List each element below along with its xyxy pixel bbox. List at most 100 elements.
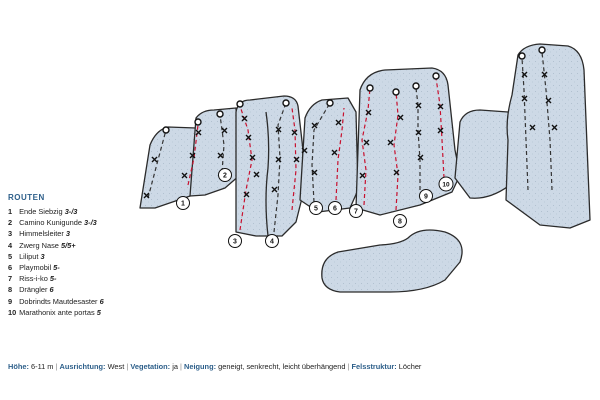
route-marker-7[interactable]: 7 bbox=[349, 204, 363, 218]
route-marker-1[interactable]: 1 bbox=[176, 196, 190, 210]
route-line-8 bbox=[393, 91, 399, 211]
circle-anchor-icon bbox=[432, 72, 440, 80]
route-marker-10[interactable]: 10 bbox=[438, 176, 454, 192]
route-marker-6[interactable]: 6 bbox=[328, 201, 342, 215]
vegetation-label: Vegetation: bbox=[130, 362, 171, 371]
ausrichtung-value: West bbox=[107, 362, 125, 371]
route-name: Zwerg Nase bbox=[19, 240, 59, 250]
x-bolt-icon bbox=[363, 139, 370, 146]
x-bolt-icon bbox=[437, 127, 444, 134]
route-grade: 5/5+ bbox=[60, 240, 76, 250]
route-number: 6 bbox=[8, 262, 13, 272]
route-number: 5 bbox=[8, 251, 13, 261]
legend-route-row[interactable]: 9 Dobrindts Mautdesaster 6 bbox=[8, 296, 158, 307]
x-bolt-icon bbox=[415, 102, 422, 109]
x-bolt-icon bbox=[189, 152, 196, 159]
route-marker-label: 10 bbox=[442, 182, 450, 189]
route-line-1 bbox=[147, 129, 167, 199]
route-grade: 6 bbox=[99, 296, 104, 306]
circle-anchor-icon bbox=[518, 52, 526, 60]
circle-anchor-icon bbox=[282, 99, 290, 107]
route-number: 2 bbox=[8, 218, 13, 228]
route-name: Playmobil bbox=[19, 262, 52, 272]
route-line-2b bbox=[219, 114, 225, 173]
neigung-label: Neigung: bbox=[184, 362, 217, 371]
route-name: Liliput bbox=[19, 251, 39, 261]
route-marker-8[interactable]: 8 bbox=[393, 214, 407, 228]
separator: | bbox=[55, 362, 58, 371]
anchors bbox=[162, 46, 546, 134]
legend-route-row[interactable]: 7 Riss-i-ko 5- bbox=[8, 273, 158, 284]
legend-route-row[interactable]: 3 Himmelsleiter 3 bbox=[8, 228, 158, 239]
x-bolt-icon bbox=[521, 71, 528, 78]
x-bolt-icon bbox=[293, 156, 300, 163]
route-marker-label: 3 bbox=[233, 239, 237, 246]
x-bolt-icon bbox=[365, 109, 372, 116]
x-bolt-icon bbox=[271, 186, 278, 193]
route-grade: 3 bbox=[40, 251, 45, 261]
x-bolt-icon bbox=[541, 71, 548, 78]
x-bolt-icon bbox=[181, 172, 188, 179]
route-name: Camino Kunigunde bbox=[19, 218, 82, 228]
legend-route-row[interactable]: 8 Drängler 6 bbox=[8, 284, 158, 295]
ausrichtung-label: Ausrichtung: bbox=[59, 362, 106, 371]
felsstruktur-value: Löcher bbox=[398, 362, 422, 371]
x-bolt-icon bbox=[335, 119, 342, 126]
x-bolt-icon bbox=[397, 114, 404, 121]
circle-anchor-icon bbox=[216, 110, 224, 118]
circle-anchor-icon bbox=[162, 126, 170, 134]
route-number: 9 bbox=[8, 296, 13, 306]
route-marker-2[interactable]: 2 bbox=[218, 168, 232, 182]
rock-formations bbox=[139, 43, 591, 293]
x-bolt-icon bbox=[393, 169, 400, 176]
bolts bbox=[143, 71, 558, 199]
legend-route-row[interactable]: 10 Marathonix ante portas 5 bbox=[8, 307, 158, 318]
legend-route-row[interactable]: 5 Liliput 3 bbox=[8, 251, 158, 262]
separator: | bbox=[180, 362, 182, 371]
x-bolt-icon bbox=[291, 129, 298, 136]
route-grade: 5 bbox=[96, 307, 101, 317]
route-marker-4[interactable]: 4 bbox=[265, 234, 279, 248]
route-name: Ende Siebzig bbox=[19, 207, 63, 216]
route-marker-label: 6 bbox=[333, 206, 337, 213]
route-grade: 3-/3 bbox=[64, 207, 78, 216]
route-marker-label: 2 bbox=[223, 173, 227, 180]
x-bolt-icon bbox=[275, 156, 282, 163]
x-bolt-icon bbox=[195, 129, 202, 136]
route-marker-3[interactable]: 3 bbox=[228, 234, 242, 248]
route-marker-5[interactable]: 5 bbox=[309, 201, 323, 215]
x-bolt-icon bbox=[241, 115, 248, 122]
route-grade: 5- bbox=[49, 274, 57, 284]
legend-route-row[interactable]: 6 Playmobil 5- bbox=[8, 262, 158, 273]
rock-lying-boulder bbox=[321, 229, 463, 293]
x-bolt-icon bbox=[311, 122, 318, 129]
route-grade: 6 bbox=[49, 285, 54, 295]
x-bolt-icon bbox=[143, 192, 150, 199]
route-name: Himmelsleiter bbox=[19, 229, 64, 239]
x-bolt-icon bbox=[521, 95, 528, 102]
circle-anchor-icon bbox=[412, 82, 420, 90]
x-bolt-icon bbox=[221, 127, 228, 134]
route-marker-label: 5 bbox=[314, 206, 318, 213]
x-bolt-icon bbox=[245, 134, 252, 141]
legend-route-row[interactable]: 2 Camino Kunigunde 3-/3 bbox=[8, 217, 158, 228]
route-line-3 bbox=[239, 105, 253, 231]
x-bolt-icon bbox=[217, 152, 224, 159]
route-line-4 bbox=[273, 102, 287, 233]
vegetation-value: ja bbox=[172, 362, 178, 371]
route-number: 7 bbox=[8, 274, 13, 284]
x-bolt-icon bbox=[545, 97, 552, 104]
legend-route-row[interactable]: 4 Zwerg Nase 5/5+ bbox=[8, 240, 158, 251]
separator: | bbox=[126, 362, 129, 371]
x-bolt-icon bbox=[301, 147, 308, 154]
route-grade: 3-/3 bbox=[84, 218, 97, 228]
x-bolt-icon bbox=[415, 129, 422, 136]
route-marker-label: 8 bbox=[398, 219, 402, 226]
route-marker-9[interactable]: 9 bbox=[419, 189, 433, 203]
legend-route-row[interactable]: 1 Ende Siebzig 3-/3 bbox=[8, 206, 158, 217]
felsstruktur-label: Felsstruktur: bbox=[351, 362, 397, 371]
route-line-10 bbox=[435, 77, 445, 179]
x-bolt-icon bbox=[151, 156, 158, 163]
route-marker-label: 9 bbox=[424, 194, 428, 201]
